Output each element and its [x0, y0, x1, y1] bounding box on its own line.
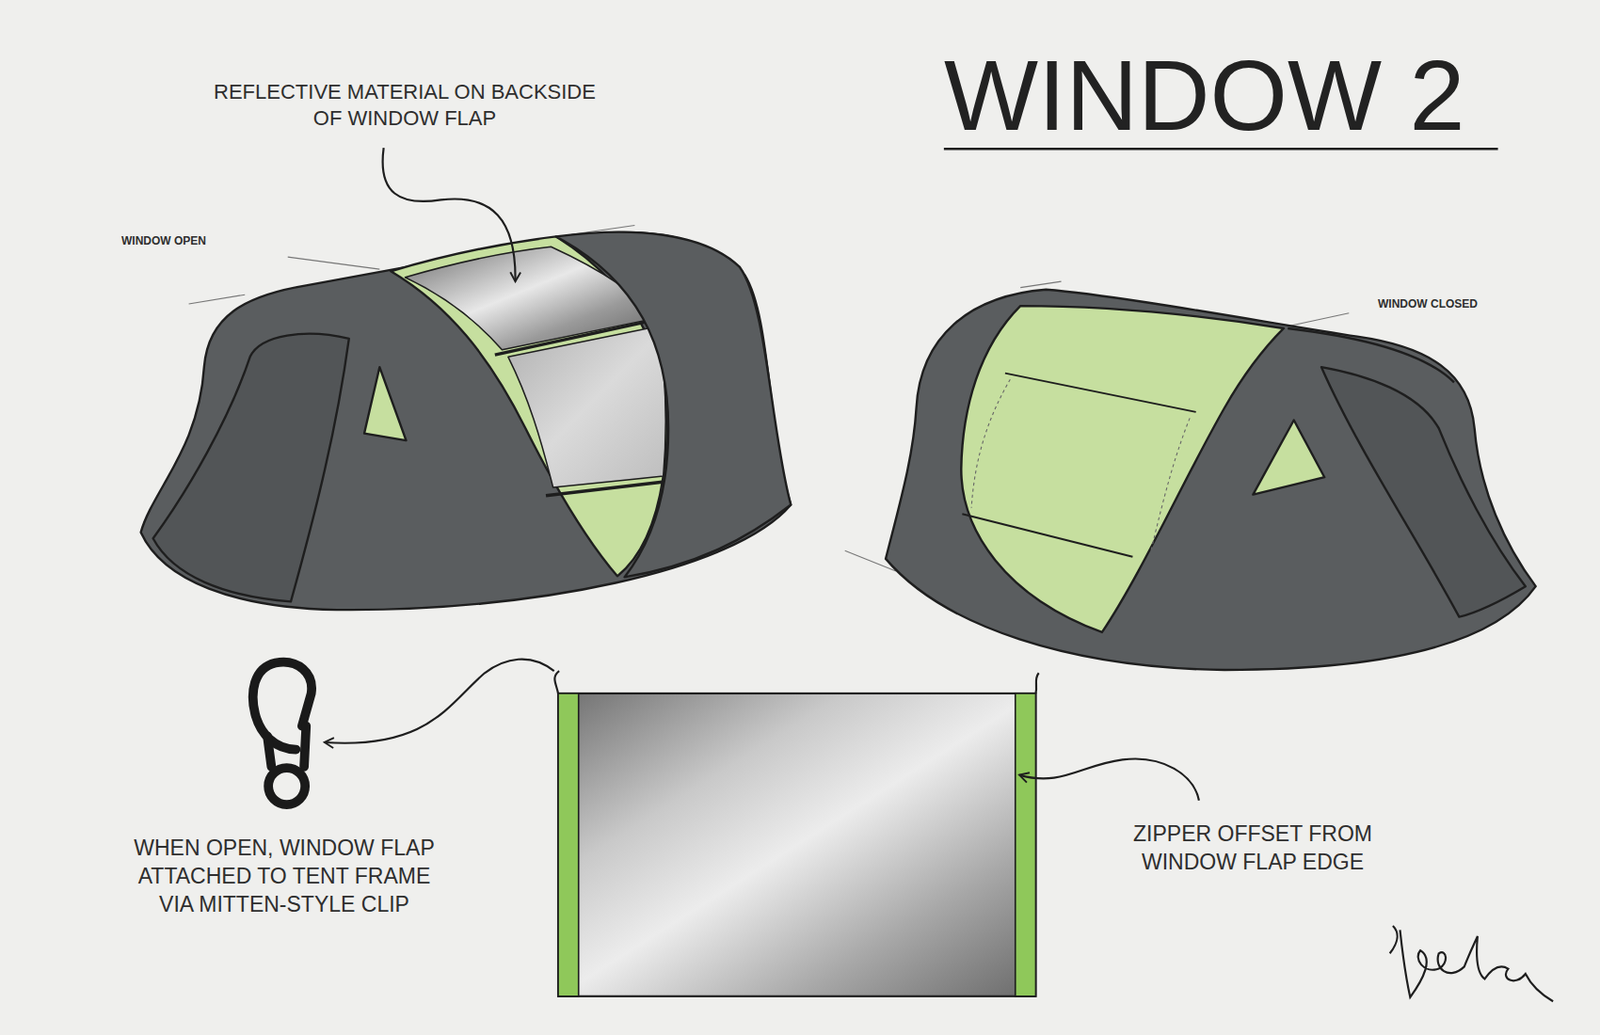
sheet-title: WINDOW 2 [944, 45, 1466, 145]
end-door [1321, 367, 1526, 618]
leader-line [1019, 759, 1200, 801]
mitten-clip [253, 662, 312, 805]
window-frame [545, 481, 669, 496]
grass-stroke [189, 294, 246, 304]
tent-rim [1287, 328, 1455, 383]
vent-panel [1252, 420, 1325, 496]
tent-open [141, 225, 792, 611]
end-door [153, 334, 350, 603]
clip-ring [268, 768, 305, 805]
grass-stroke [1020, 281, 1061, 288]
zipper-strip [558, 693, 579, 997]
callout-label: REFLECTIVE MATERIAL ON BACKSIDE OF WINDO… [207, 79, 603, 132]
clip-neck [304, 726, 306, 768]
title-underline [944, 147, 1499, 150]
grass-stroke [288, 256, 381, 270]
view-label: WINDOW OPEN [121, 234, 207, 249]
callout-label: ZIPPER OFFSET FROM WINDOW FLAP EDGE [1120, 819, 1385, 877]
window-seam [961, 513, 1133, 558]
window-seam [1005, 373, 1197, 413]
clip-neck [267, 736, 272, 768]
window-mesh [508, 326, 666, 488]
flap-hook [554, 671, 560, 694]
vent-panel [364, 367, 406, 441]
grass-stroke [1287, 313, 1349, 327]
view-label: WINDOW CLOSED [1377, 297, 1478, 312]
tent-body [141, 232, 792, 610]
zipper-strip [1015, 693, 1037, 997]
green-band [960, 305, 1284, 633]
leader-lines [324, 147, 1200, 801]
tent-arch [556, 232, 791, 578]
flap-panel [558, 693, 1036, 997]
tent-body [885, 289, 1536, 671]
signature-scribble [1390, 926, 1553, 1002]
tent-closed [845, 281, 1536, 671]
window-flap [554, 671, 1039, 997]
leader-line [383, 147, 516, 282]
flap-hook [1035, 672, 1039, 694]
zipper-stitch [1151, 417, 1190, 551]
callout-label: WHEN OPEN, WINDOW FLAP ATTACHED TO TENT … [124, 833, 445, 919]
window-frame [495, 318, 664, 355]
zipper-stitch [971, 379, 1010, 509]
leader-line [324, 659, 555, 744]
